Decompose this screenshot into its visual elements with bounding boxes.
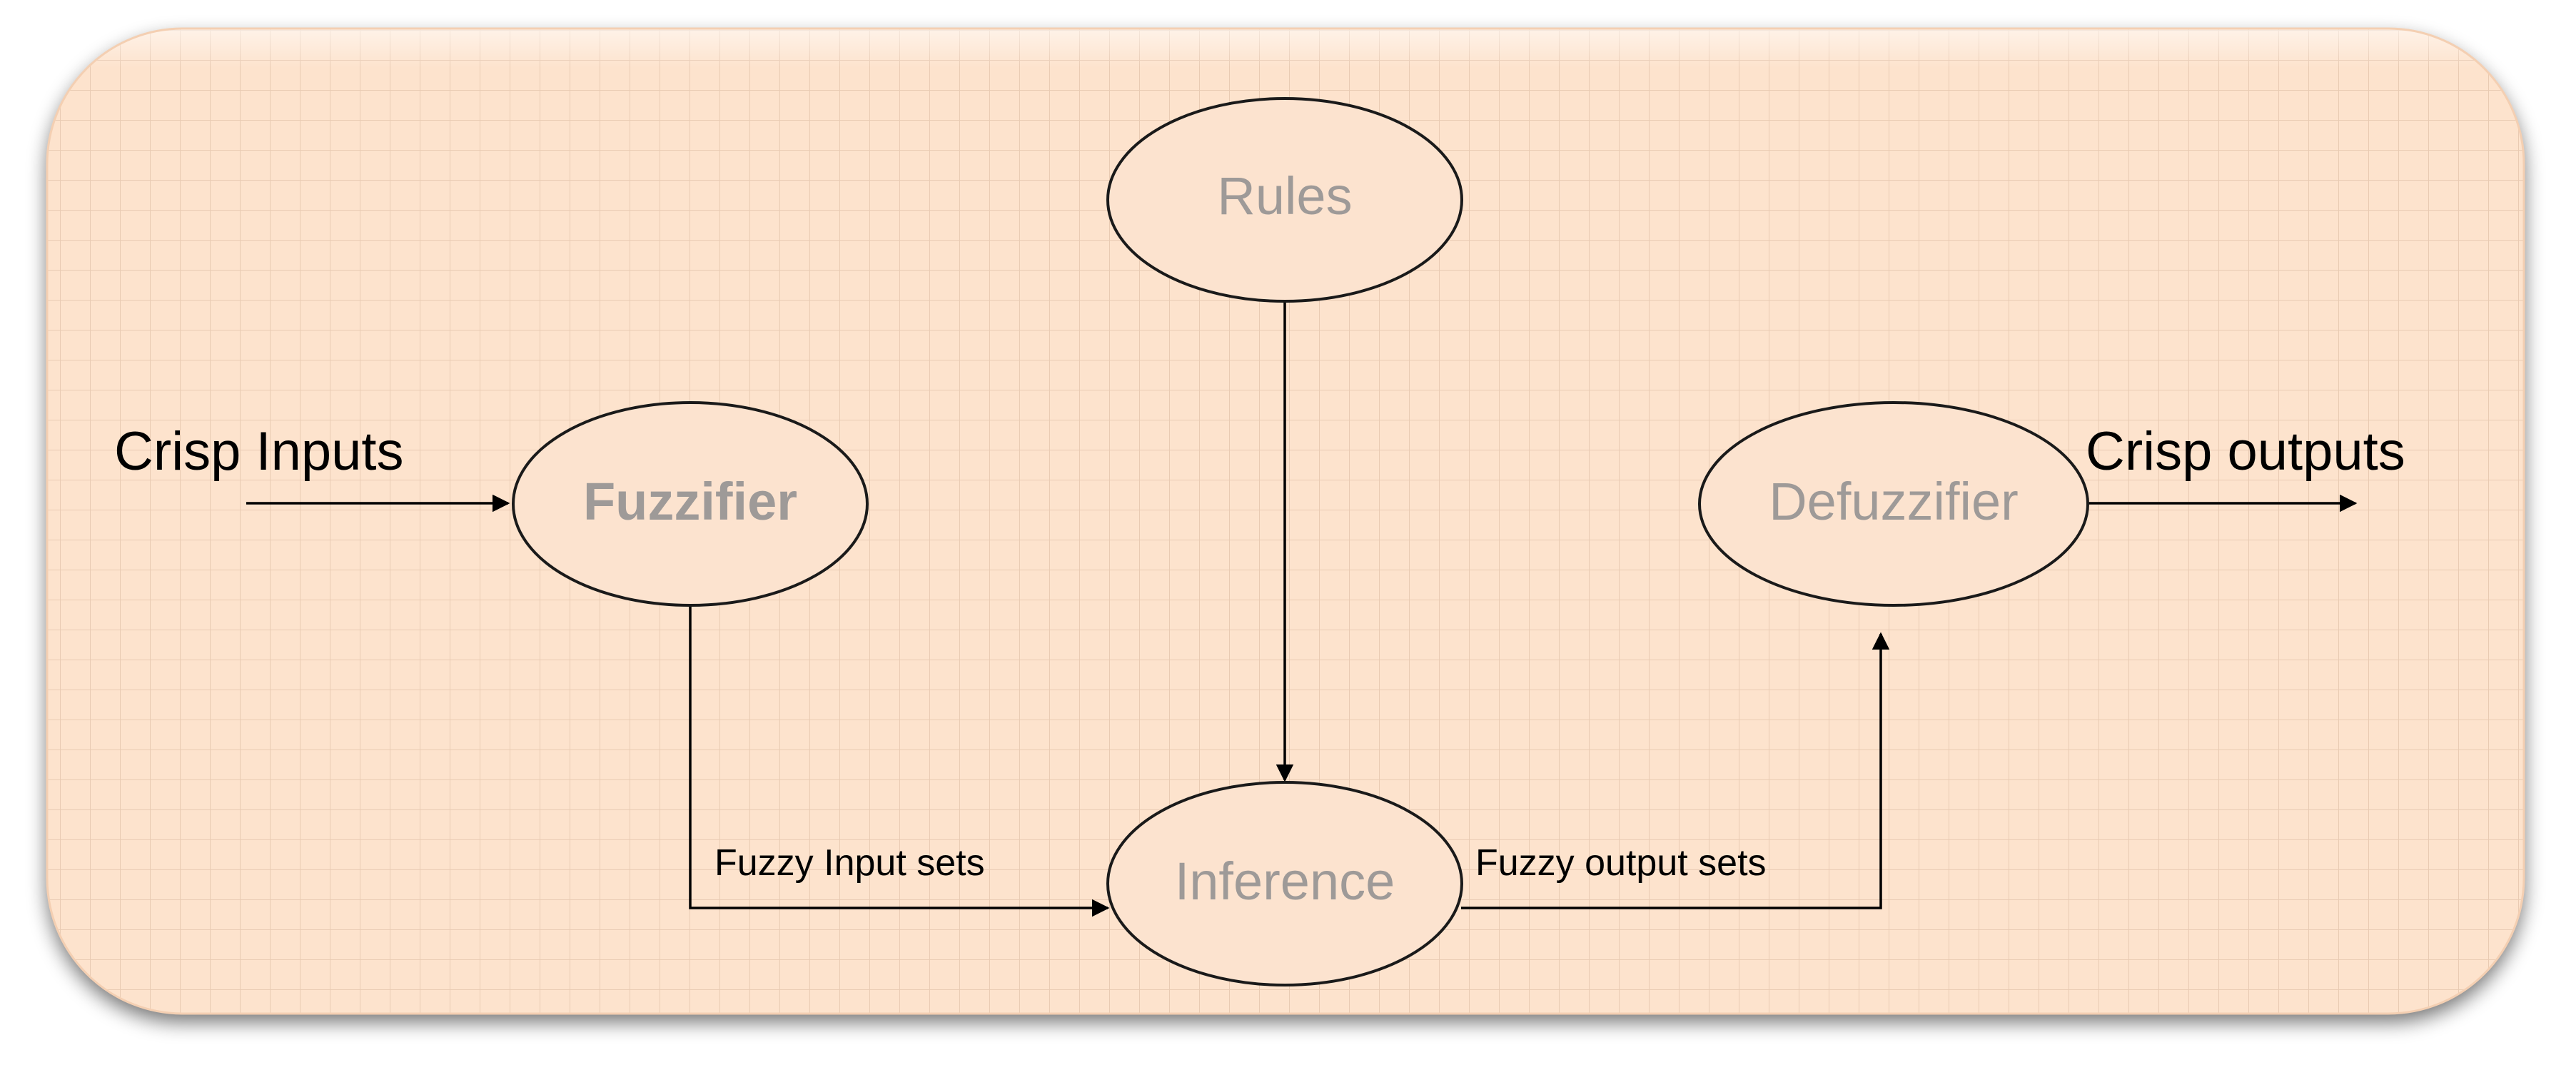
- edge-inference-to-defuzzifier: [1461, 632, 1890, 909]
- node-inference[interactable]: Inference: [1106, 781, 1463, 986]
- fuzzifier-ellipse: [512, 401, 869, 607]
- fuzzifier-label: Fuzzifier: [583, 472, 797, 531]
- edge-label-fuzzy-output-sets: Fuzzy output sets: [1475, 842, 1767, 884]
- crisp-outputs-label: Crisp outputs: [2086, 421, 2405, 482]
- panel-border: [46, 27, 2525, 1015]
- edges: [246, 302, 2358, 917]
- edge-fuzzifier-to-inference: [689, 605, 1110, 917]
- node-defuzzifier[interactable]: Defuzzifier: [1698, 401, 2089, 607]
- rules-ellipse: [1106, 97, 1463, 303]
- defuzzifier-ellipse: [1698, 401, 2089, 607]
- crisp-inputs-label: Crisp Inputs: [114, 421, 404, 482]
- node-rules[interactable]: Rules: [1106, 97, 1463, 303]
- rules-label: Rules: [1217, 166, 1352, 226]
- node-fuzzifier[interactable]: Fuzzifier: [512, 401, 869, 607]
- inference-ellipse: [1106, 781, 1463, 986]
- edge-label-fuzzy-input-sets: Fuzzy Input sets: [714, 842, 985, 884]
- defuzzifier-label: Defuzzifier: [1769, 472, 2019, 531]
- inference-label: Inference: [1175, 852, 1395, 911]
